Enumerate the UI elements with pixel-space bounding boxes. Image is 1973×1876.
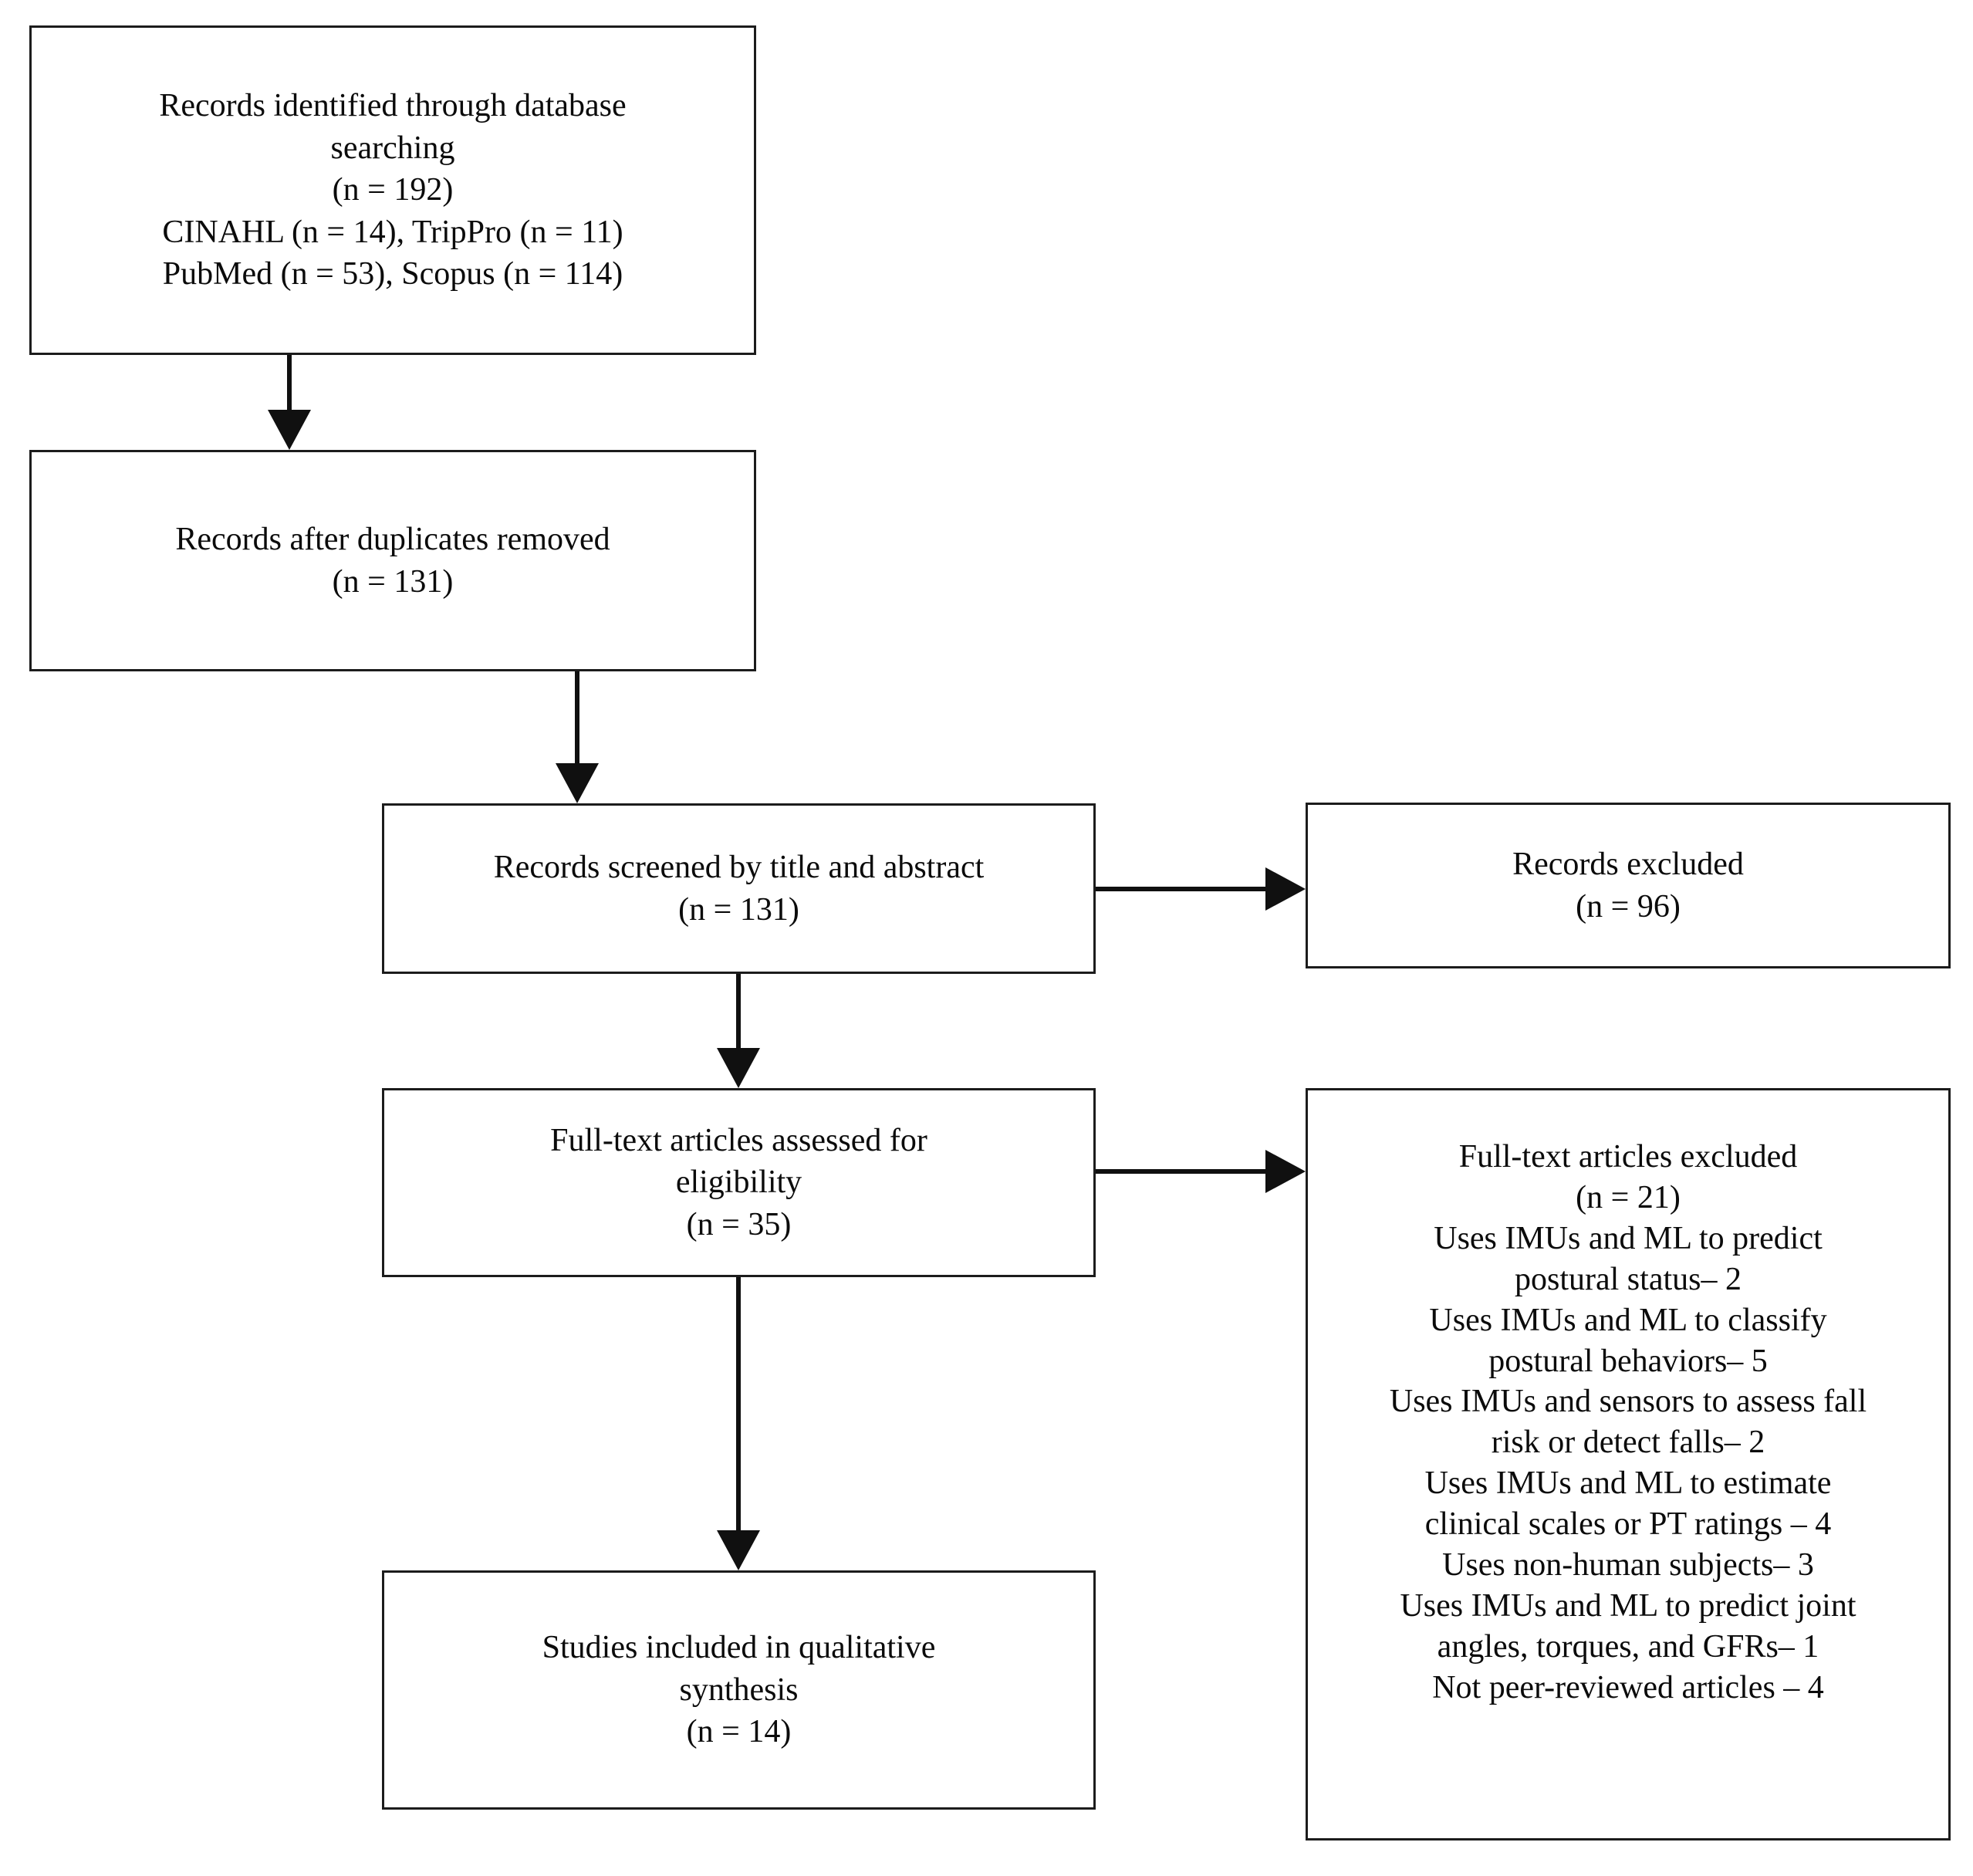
node-line: (n = 131) [678,891,799,928]
node-line: eligibility [675,1164,802,1201]
node-line: angles, torques, and GFRs– 1 [1437,1628,1819,1665]
node-line: (n = 35) [686,1206,792,1242]
node-records-excluded: Records excluded (n = 96) [1306,803,1951,968]
node-records-identified: Records identified through database sear… [29,25,756,355]
node-line: (n = 96) [1576,888,1681,924]
node-line: (n = 14) [686,1714,792,1750]
node-line: risk or detect falls– 2 [1491,1425,1765,1461]
node-line: Records excluded [1512,846,1744,882]
node-full-text-assessed: Full-text articles assessed for eligibil… [382,1088,1096,1277]
node-line: (n = 131) [332,563,454,600]
edge-fulltext-to-included [717,1277,760,1570]
node-line: Records screened by title and abstract [493,849,985,885]
node-full-text-excluded: Full-text articles excluded (n = 21) Use… [1306,1088,1951,1841]
node-line: CINAHL (n = 14), TripPro (n = 11) [162,214,623,250]
node-line: postural status– 2 [1515,1261,1742,1297]
edge-duplicates-to-screened [556,671,599,803]
node-line: Uses IMUs and ML to estimate [1424,1465,1832,1502]
node-line: Uses IMUs and ML to predict joint [1400,1587,1856,1624]
edge-fulltext-to-fulltext-excluded [1096,1150,1306,1193]
node-line: Full-text articles excluded [1458,1139,1798,1175]
node-line: (n = 192) [332,172,454,208]
node-line: postural behaviors– 5 [1488,1343,1768,1379]
node-line: clinical scales or PT ratings – 4 [1424,1506,1832,1543]
node-line: Uses non-human subjects– 3 [1442,1547,1814,1584]
edge-screened-to-fulltext [717,974,760,1088]
node-line: Records after duplicates removed [175,521,610,557]
node-line: Uses IMUs and ML to classify [1429,1302,1827,1338]
node-line: (n = 21) [1576,1179,1681,1215]
node-line: PubMed (n = 53), Scopus (n = 114) [162,256,623,292]
node-records-screened: Records screened by title and abstract (… [382,803,1096,974]
node-line: Full-text articles assessed for [550,1122,927,1158]
node-studies-included: Studies included in qualitative synthesi… [382,1570,1096,1810]
node-line: searching [330,130,455,166]
node-line: Studies included in qualitative [542,1630,936,1666]
node-line: Not peer-reviewed articles – 4 [1432,1669,1824,1705]
node-records-after-duplicates-removed: Records after duplicates removed (n = 13… [29,450,756,671]
node-line: synthesis [679,1671,799,1708]
node-line: Uses IMUs and sensors to assess fall [1389,1384,1867,1420]
node-line: Uses IMUs and ML to predict [1434,1220,1823,1256]
node-line: Records identified through database [159,88,627,124]
edge-identified-to-duplicates [268,355,311,450]
edge-screened-to-records-excluded [1096,867,1306,911]
